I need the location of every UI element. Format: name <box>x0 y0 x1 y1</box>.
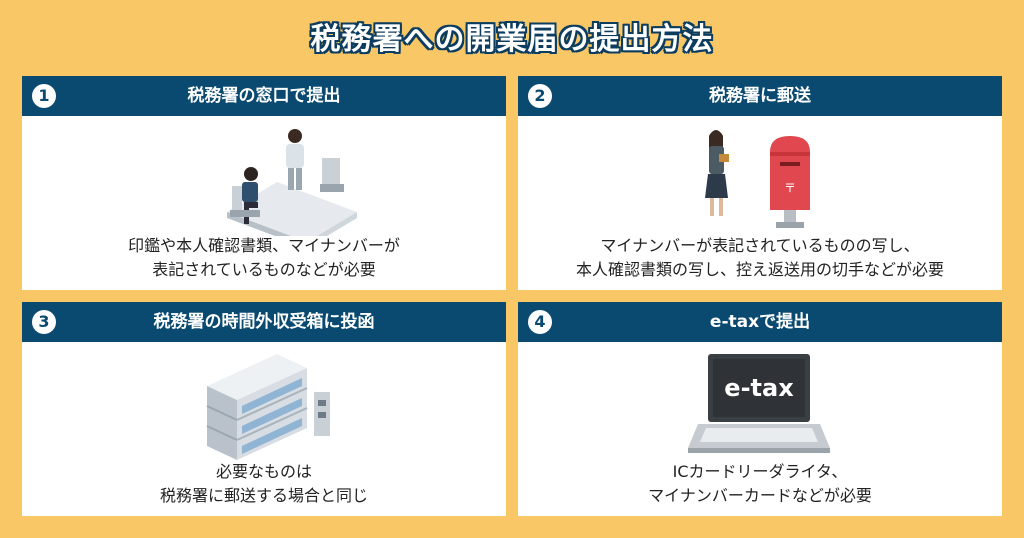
building-illustration <box>206 354 330 460</box>
laptop-screen-text: e-tax <box>724 374 794 402</box>
step-number-badge: 3 <box>32 310 56 334</box>
method-card-etax: 4 e-taxで提出 e-tax ICカードリーダライタ、 マイナンバーカードな… <box>518 302 1002 516</box>
method-card-mail: 2 税務署に郵送 〒 マイナンバーが表記されているものの写し、 本人確認書類の写… <box>518 76 1002 290</box>
page-title: 税務署への開業届の提出方法 <box>310 22 714 57</box>
card-description: ICカードリーダライタ、 マイナンバーカードなどが必要 <box>648 462 872 505</box>
card-title: 税務署の時間外収受箱に投函 <box>153 312 375 332</box>
svg-text:〒: 〒 <box>784 181 796 195</box>
step-number-badge: 1 <box>32 84 56 108</box>
card-header: 4 e-taxで提出 <box>518 302 1002 342</box>
step-number-badge: 2 <box>528 84 552 108</box>
card-description: 印鑑や本人確認書類、マイナンバーが 表記されているものなどが必要 <box>128 236 400 279</box>
card-description: マイナンバーが表記されているものの写し、 本人確認書類の写し、控え返送用の切手な… <box>575 236 944 279</box>
card-description: 必要なものは 税務署に郵送する場合と同じ <box>159 462 368 505</box>
method-card-counter: 1 税務署の窓口で提出 印鑑や本人確認書類、マイナンバーが 表記されているものな… <box>22 76 506 290</box>
laptop-illustration: e-tax <box>688 354 830 453</box>
card-title: e-taxで提出 <box>709 312 811 332</box>
card-header: 1 税務署の窓口で提出 <box>22 76 506 116</box>
mailbox-illustration: 〒 <box>705 130 810 228</box>
method-card-dropbox: 3 税務署の時間外収受箱に投函 必要なものは 税務署に郵送する場合と同じ <box>22 302 506 516</box>
office-counter-illustration <box>227 129 357 236</box>
step-number-badge: 4 <box>528 310 552 334</box>
card-title: 税務署に郵送 <box>709 86 811 106</box>
card-title: 税務署の窓口で提出 <box>187 86 341 106</box>
card-header: 3 税務署の時間外収受箱に投函 <box>22 302 506 342</box>
card-header: 2 税務署に郵送 <box>518 76 1002 116</box>
